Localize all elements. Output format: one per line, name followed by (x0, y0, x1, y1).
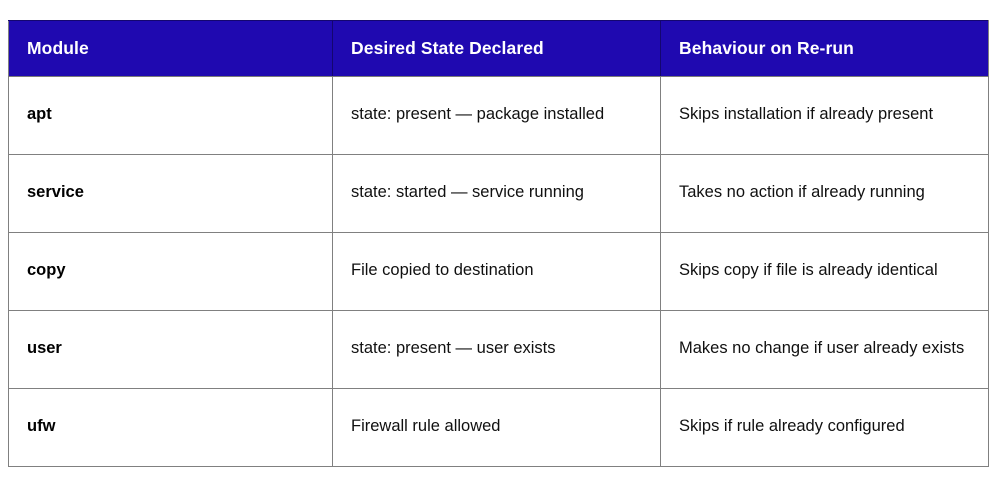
cell-behaviour: Skips copy if file is already identical (660, 232, 989, 311)
cell-behaviour: Skips installation if already present (660, 76, 989, 155)
cell-behaviour: Takes no action if already running (660, 154, 989, 233)
cell-module: apt (8, 76, 333, 155)
table-header-row: Module Desired State Declared Behaviour … (8, 20, 989, 77)
idempotency-table: Module Desired State Declared Behaviour … (8, 20, 989, 467)
table-body: apt state: present — package installed S… (8, 76, 989, 467)
cell-desired-state: File copied to destination (332, 232, 661, 311)
cell-behaviour: Skips if rule already configured (660, 388, 989, 467)
table-row: user state: present — user exists Makes … (8, 310, 989, 389)
column-header-desired-state: Desired State Declared (332, 20, 661, 77)
table-header: Module Desired State Declared Behaviour … (8, 20, 989, 77)
cell-desired-state: state: present — package installed (332, 76, 661, 155)
table-row: copy File copied to destination Skips co… (8, 232, 989, 311)
cell-desired-state: Firewall rule allowed (332, 388, 661, 467)
column-header-behaviour: Behaviour on Re-run (660, 20, 989, 77)
cell-module: copy (8, 232, 333, 311)
table-container: Module Desired State Declared Behaviour … (8, 20, 989, 467)
cell-module: user (8, 310, 333, 389)
cell-module: service (8, 154, 333, 233)
cell-desired-state: state: started — service running (332, 154, 661, 233)
table-row: apt state: present — package installed S… (8, 76, 989, 155)
cell-behaviour: Makes no change if user already exists (660, 310, 989, 389)
column-header-module: Module (8, 20, 333, 77)
table-row: service state: started — service running… (8, 154, 989, 233)
table-row: ufw Firewall rule allowed Skips if rule … (8, 388, 989, 467)
cell-desired-state: state: present — user exists (332, 310, 661, 389)
cell-module: ufw (8, 388, 333, 467)
